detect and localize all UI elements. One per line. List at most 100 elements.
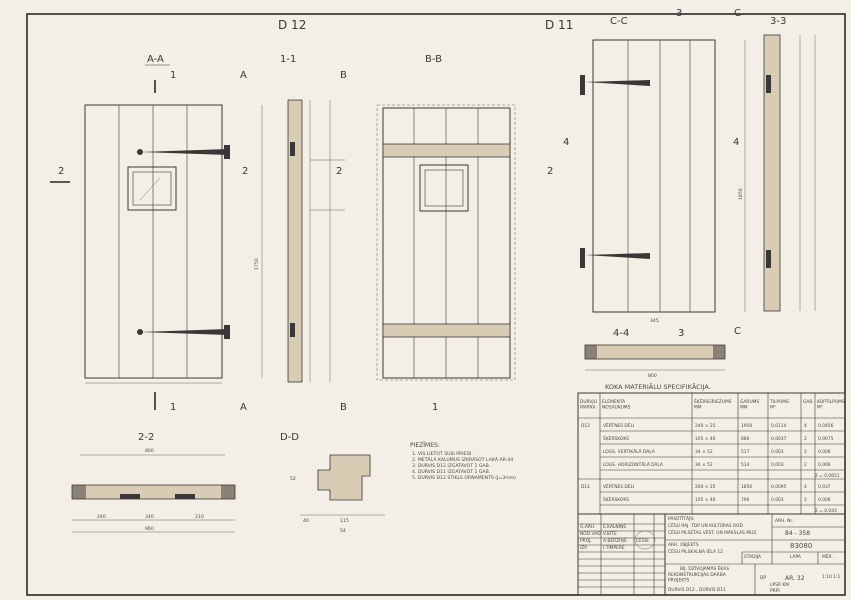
spec-cell: VĒRTNES DĒLI [603,422,634,429]
view-2-2: 2-2 800 240 340 210 960 [71,432,236,533]
drawing-code: 83080 [790,542,812,550]
spec-cell: 34 × 52 [695,462,713,468]
spec-total: Σ = 0,043 [815,508,837,514]
view-a-a-label: A-A [147,54,164,65]
section-mark-2-mid: 2 [336,166,342,177]
note-line: 1. VIS LIETOT SUSI PRIEDI. [412,451,473,457]
view-3-3: 3-3 [763,16,816,312]
staff-name: I.TIMPERE [603,545,625,551]
stage-label: STADIJA [744,554,761,560]
section-mark-1-bb: 1 [432,402,438,413]
sheet-label: LAPA [790,554,801,560]
stage-value: DP [760,575,766,581]
door-window [127,166,177,211]
dd-b-dim: 115 [340,518,349,524]
spec-cell: 0,006 [818,497,831,503]
section-mark-1-top: 1 [170,70,176,81]
spec-cell: 4 [804,423,807,429]
client-line: CĒSU RAJ. TDP UN KULTŪRAS ROD [668,522,743,529]
spec-cell: 0,006 [818,449,831,455]
staff-role: G.ARH. [580,524,595,530]
spec-cell: 105 × 40 [695,497,716,503]
view-b-b-label: B-B [425,54,442,65]
view-b-b: B-B 1 [376,54,516,413]
door-d12-leaf [84,104,223,379]
view-4-4: 4-4 3 800 345 [584,318,726,379]
crossbar-bottom [382,323,511,338]
hinge-top [137,145,230,159]
stamp [634,530,656,550]
spec-cell: VĒRTNES DĒLI [603,483,634,490]
sheet-value: AR. 32 [785,575,805,582]
section-mark-3-bottom: 3 [678,328,684,339]
archive-number: 84 - 358 [785,530,810,537]
spec-cell: 880 [741,436,750,442]
spec-cell: 0,006 [818,462,831,468]
view-c-c-label: C-C [610,16,628,27]
object-label: ARH. OBJEKTS [668,542,699,548]
hinge-d11-top [580,75,650,95]
spec-cell: 514 [741,462,750,468]
view-a-a: A-A 1750 2 2 1 1 A A [50,54,263,413]
notes: PIEZĪMES: 1. VIS LIETOT SUSI PRIEDI. 2. … [410,442,516,481]
client-line: CĒSU PILSĒTAS VĒST. UN MĀKSLAS MUZ. [668,529,758,536]
spec-cell: 0,003 [771,497,784,503]
hinge-bottom [137,325,230,339]
spec-cell: 0,037 [818,484,831,490]
section-mark-2-left: 2 [58,166,64,177]
spec-cell: LOGS. VERTIKĀLĀ DAĻA [603,448,655,455]
section-mark-c-bottom: C [734,326,741,337]
scale-label: MĒR. [822,553,833,560]
spec-cell: 2 [804,462,807,468]
client-label: PASŪTĪTĀJS: [668,515,695,522]
section-mark-c-top: C [734,8,741,19]
spec-cell: 2 [804,497,807,503]
spec-cell: 2 [804,436,807,442]
section-mark-4-left: 4 [563,137,569,148]
spec-cell: 240 × 25 [695,423,716,429]
spec-cell: LOGS. HORIZONTĀLĀ DAĻA [603,461,663,468]
spec-cell: 790 [741,497,750,503]
view-4-4-label: 4-4 [613,328,629,339]
spec-cell: 0,003 [771,449,784,455]
note-line: 3. DURVIS D12 IZGATAVOT 1 GAB. [412,463,490,469]
note-line: 2. METĀLA KALUMUS IZKRĀSOT LAKĀ AR-44 [412,456,513,463]
crossbar-top [382,143,511,158]
note-line: 4. DURVIS D11 IZGATAVOT 1 GAB. [412,469,490,475]
s22-c-dim: 210 [195,514,204,520]
staff-name: A.BĒRZIŅŠ [603,537,627,544]
spec-cell: 200 × 25 [695,484,716,490]
section-mark-b-bottom: B [340,402,347,413]
dd-d-dim: 52 [290,476,296,482]
s22-width-dim: 800 [145,448,154,454]
archive-label: ARH. Nr. [775,518,793,524]
spec-cell: 1950 [741,423,752,429]
notes-title: PIEZĪMES: [410,442,440,449]
spec-cell: ŠĶĒRSKOKS [603,435,629,442]
spec-cell: 4 [804,484,807,490]
staff-name: V.BITE [603,531,617,537]
sheet-frame [26,13,846,596]
s22-a-dim: 240 [97,514,106,520]
d11-height-dim: 1850 [738,188,744,200]
spec-cell: 0,0095 [771,484,787,490]
d12-heading: D 12 [278,18,306,32]
section-mark-b-top: B [340,70,347,81]
spec-cell: 0,0037 [771,436,787,442]
spec-title: KOKA MATERIĀLU SPECIFIKĀCIJA. [605,382,711,391]
dd-a-dim: 40 [303,518,309,524]
s44-width-dim: 800 [648,373,657,379]
spec-cell: 0,003 [771,462,784,468]
s44-a-dim: 345 [650,318,659,324]
view-1-1-label: 1-1 [280,54,296,65]
profile-section [317,454,371,501]
org-line: LPSR KM [770,582,789,588]
spec-cell: 105 × 40 [695,436,716,442]
spec-cell: 0,0075 [818,436,834,442]
